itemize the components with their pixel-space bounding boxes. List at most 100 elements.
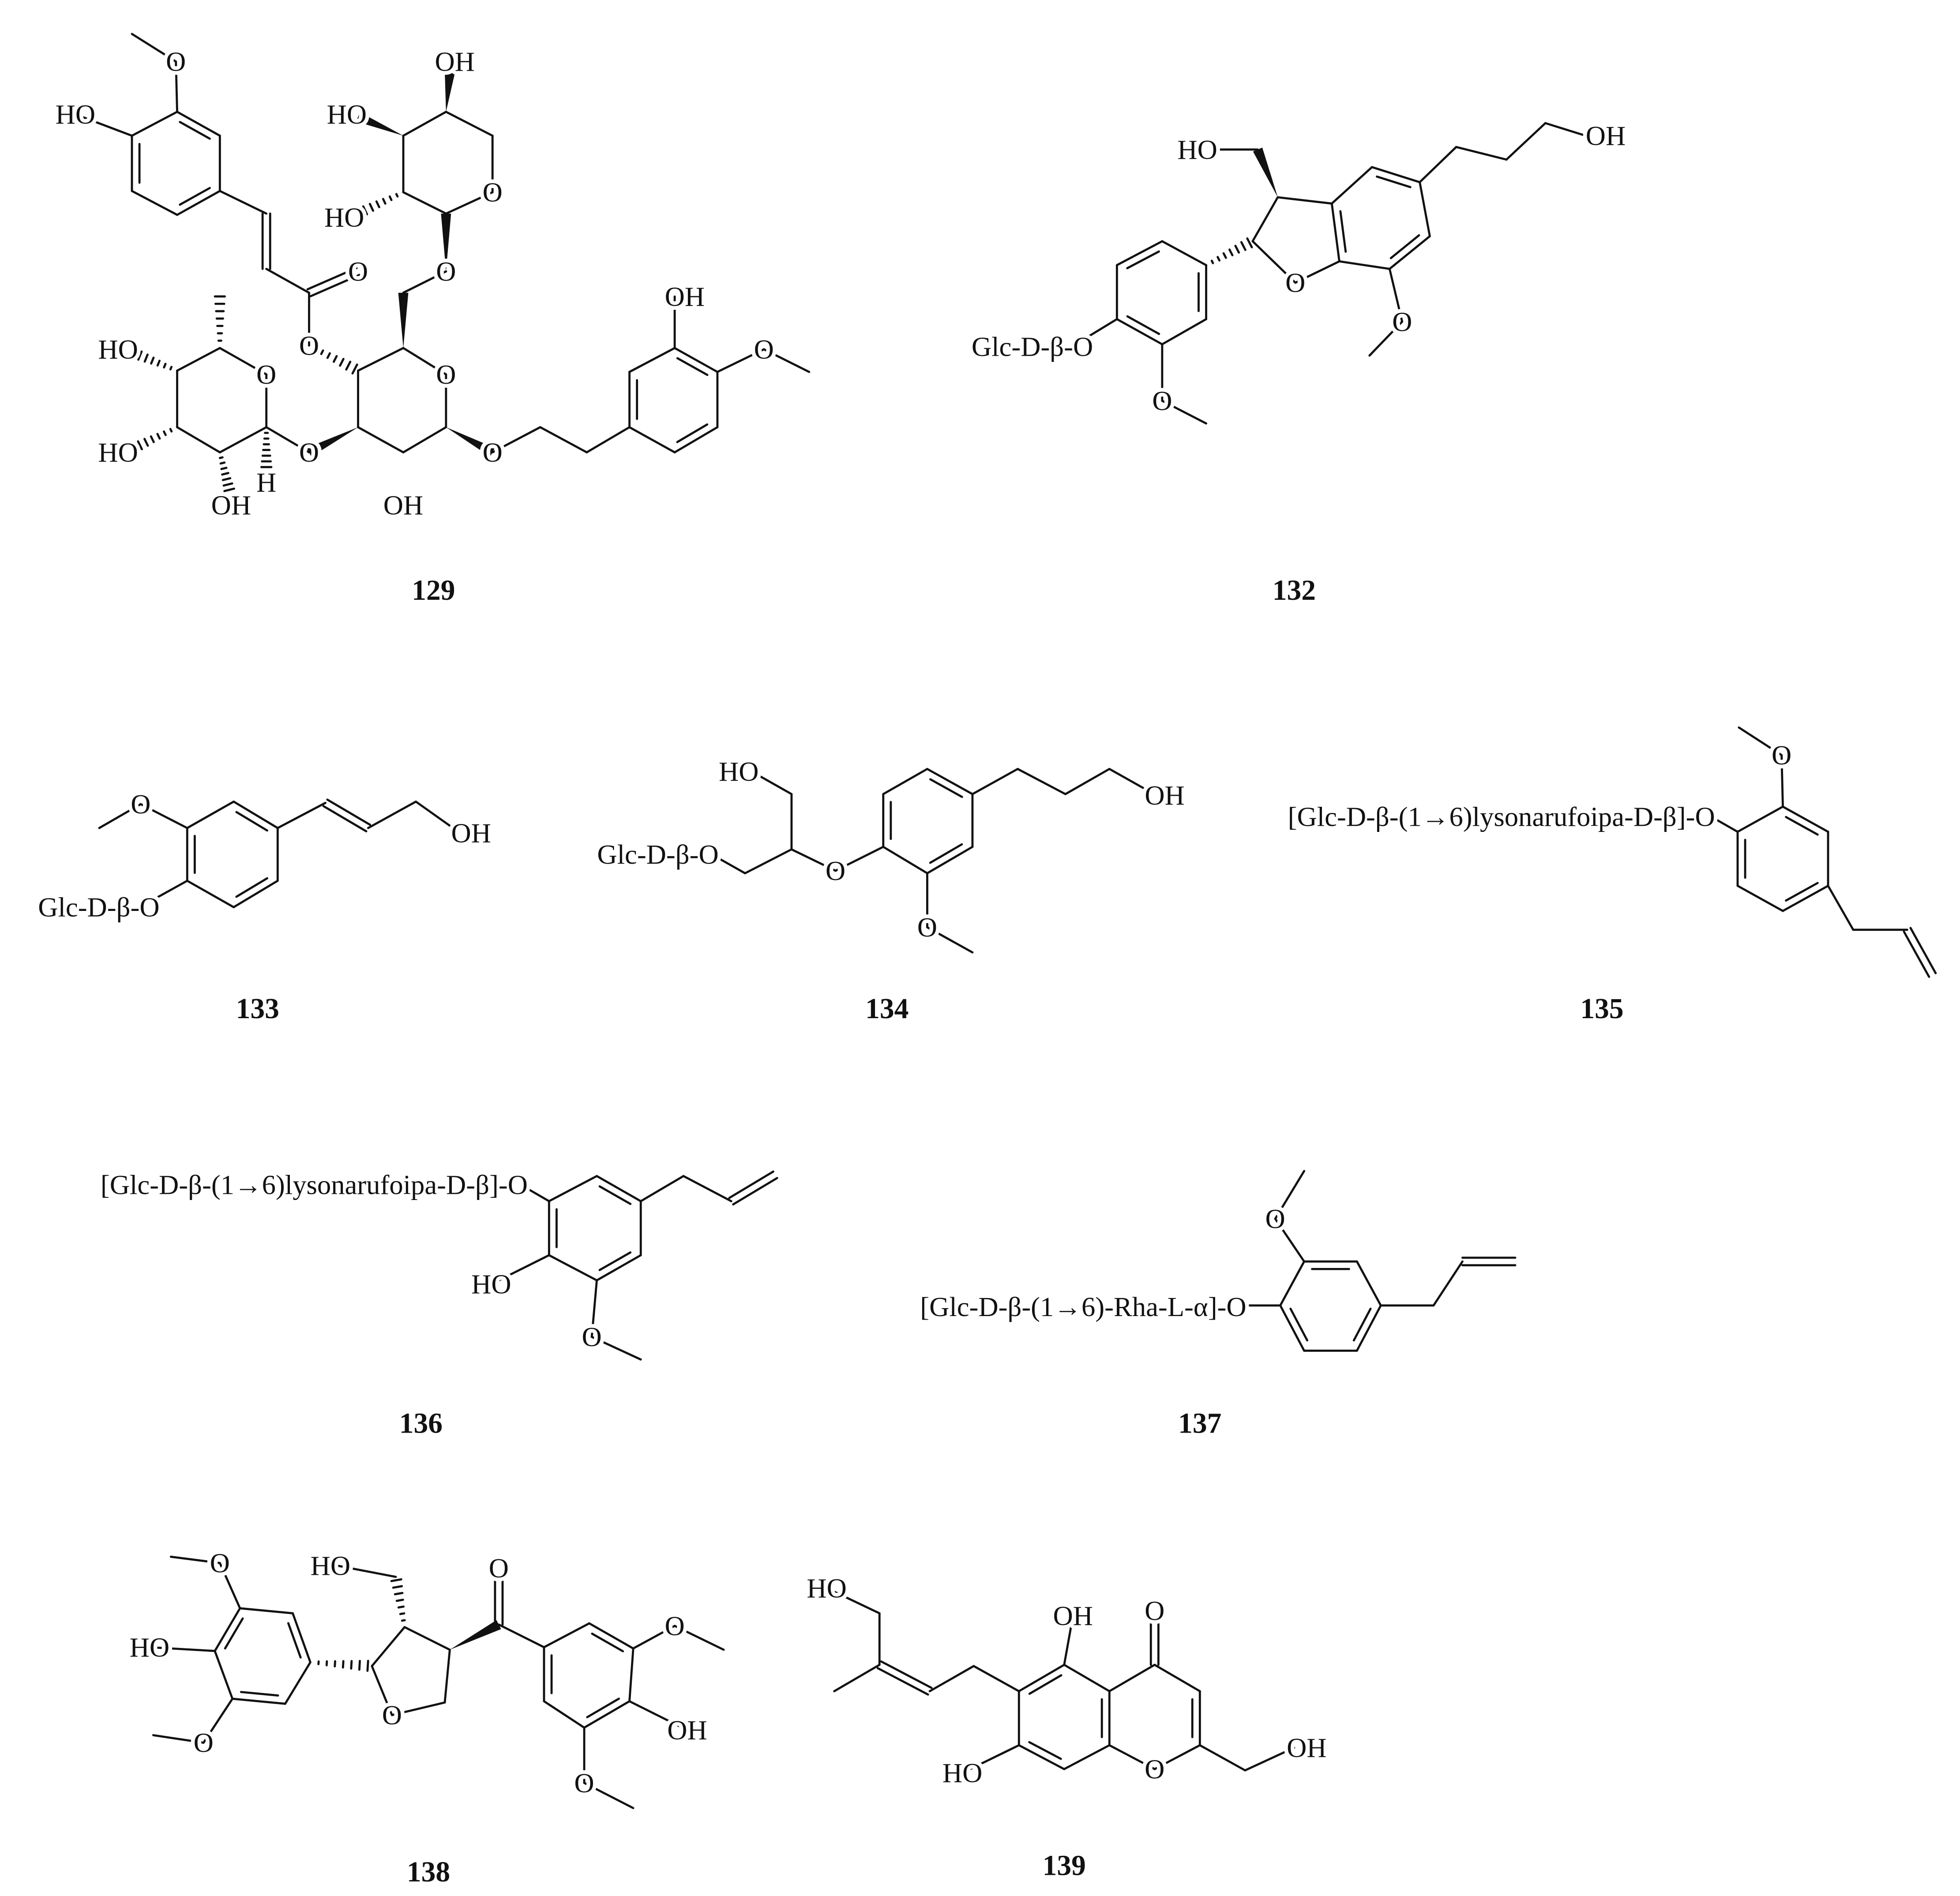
bond <box>224 1617 244 1650</box>
compound-129-bonds <box>74 33 811 493</box>
bond <box>596 1254 642 1282</box>
bond <box>307 427 358 457</box>
atom-label: O <box>483 437 503 468</box>
bond <box>390 1701 446 1716</box>
bond <box>152 880 188 901</box>
compound-number: 135 <box>1580 993 1623 1025</box>
bond <box>1370 166 1421 184</box>
bond <box>676 357 709 376</box>
bond <box>1294 260 1340 284</box>
atom-label: O <box>131 789 150 820</box>
bond <box>598 1185 632 1205</box>
bond <box>490 1254 550 1285</box>
bond <box>402 347 447 376</box>
bond <box>1161 318 1207 346</box>
bond <box>450 1620 501 1650</box>
atom-label: HO <box>56 99 95 130</box>
bond <box>186 880 235 908</box>
atom-label: O <box>582 1321 602 1352</box>
bond <box>74 113 133 137</box>
bond <box>223 487 235 493</box>
bond <box>1277 196 1333 205</box>
bond <box>1330 166 1373 205</box>
atom-label: OH <box>1145 780 1184 811</box>
bond <box>548 1254 598 1282</box>
atom-label: OH <box>451 818 491 849</box>
bond <box>1228 248 1234 256</box>
bond <box>358 1659 361 1671</box>
atom-label: O <box>1145 1753 1164 1784</box>
bond <box>1251 240 1297 284</box>
compound-number: 137 <box>1178 1408 1221 1440</box>
bond <box>1710 816 1739 833</box>
bond <box>1063 1744 1111 1770</box>
bond <box>169 365 173 371</box>
bond <box>1782 805 1829 833</box>
bond <box>445 110 494 137</box>
atom-label: O <box>1145 1595 1164 1626</box>
bond <box>926 767 974 795</box>
bond <box>375 200 380 208</box>
atom-label: OH <box>435 46 475 77</box>
bond <box>586 1697 620 1719</box>
bond <box>1903 930 1930 978</box>
bond <box>356 112 404 136</box>
bond <box>929 778 963 798</box>
atom-label: OH <box>667 1715 707 1746</box>
bond <box>1064 767 1111 795</box>
atom-label-layer: OHOOOHOOHHOOOHOHOOHHOOOOHOOHOHOOOHGlc-D-… <box>34 42 1795 1802</box>
bond <box>445 72 455 112</box>
bond <box>834 846 885 872</box>
bond <box>218 1562 241 1610</box>
bond <box>1251 196 1279 243</box>
bond <box>214 1650 234 1700</box>
bond <box>235 811 268 832</box>
atom-label: HO <box>98 437 138 468</box>
compound-139-bonds <box>826 1587 1295 1774</box>
bond <box>150 435 155 444</box>
bond <box>539 426 588 454</box>
compound-136-bonds <box>490 1170 778 1361</box>
bond <box>972 1665 1020 1693</box>
atom-label: O <box>299 437 319 468</box>
bond <box>345 361 352 371</box>
bond <box>1063 1614 1074 1666</box>
bond <box>583 1700 631 1729</box>
bond <box>1161 399 1207 425</box>
bond <box>1780 754 1784 808</box>
atom-label: OH <box>665 281 705 312</box>
bond <box>176 347 221 372</box>
bond <box>403 1626 451 1651</box>
bond <box>131 110 178 137</box>
bond <box>1389 234 1420 260</box>
bond <box>928 1665 975 1693</box>
atom-label: O <box>489 1553 509 1584</box>
bond <box>131 33 177 63</box>
bond <box>445 191 494 215</box>
bond <box>357 347 405 372</box>
bond <box>179 120 211 140</box>
bond <box>1736 805 1784 833</box>
bond <box>1289 1307 1309 1342</box>
bond <box>388 195 393 201</box>
bond <box>306 267 358 290</box>
bond <box>309 274 361 297</box>
bond <box>214 1607 241 1652</box>
bond <box>402 191 447 215</box>
bond <box>732 1177 778 1206</box>
bond <box>351 363 358 375</box>
bond <box>394 1591 404 1595</box>
bond <box>639 1175 685 1203</box>
bond <box>1222 252 1227 259</box>
compound-number: 139 <box>1043 1850 1086 1882</box>
bond <box>218 347 268 376</box>
bond <box>395 1599 404 1602</box>
atom-label: OH <box>211 489 251 520</box>
compound-133-bonds <box>98 798 456 908</box>
bond <box>628 1647 635 1703</box>
bond <box>491 426 541 454</box>
bond <box>1355 1260 1382 1307</box>
bond <box>233 800 279 829</box>
bond <box>1153 1663 1201 1693</box>
